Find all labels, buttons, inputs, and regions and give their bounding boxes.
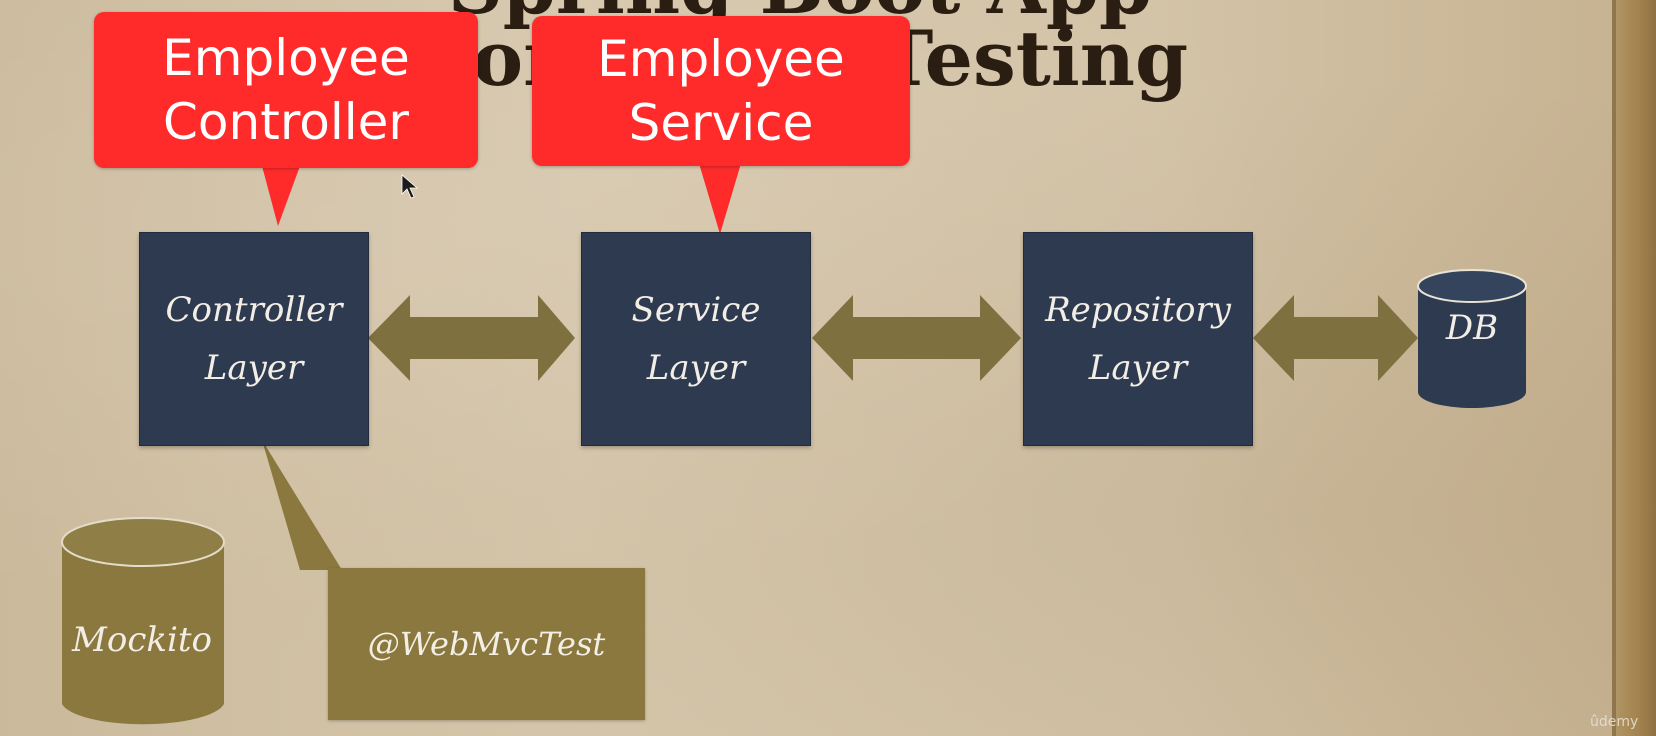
mockito-label: Mockito xyxy=(72,620,212,660)
double-arrow-controller-service xyxy=(368,295,575,381)
paper-edge xyxy=(1612,0,1656,736)
employee-controller-callout: Employee Controller xyxy=(94,12,478,168)
mockito-cylinder xyxy=(61,517,225,725)
udemy-watermark: ûdemy xyxy=(1590,714,1639,730)
service-layer-label: Service Layer xyxy=(631,290,761,388)
double-arrow-service-repository xyxy=(812,295,1021,381)
webmvctest-label: @WebMvcTest xyxy=(367,625,606,663)
controller-layer-label: Controller Layer xyxy=(165,290,343,388)
service-layer-box: Service Layer xyxy=(581,232,811,446)
employee-service-callout-text: Employee Service xyxy=(597,30,845,152)
mouse-cursor-icon xyxy=(401,174,419,199)
controller-layer-box: Controller Layer xyxy=(139,232,369,446)
annotation-pointer xyxy=(262,440,342,570)
callout-tail-controller xyxy=(262,166,300,226)
repository-layer-box: Repository Layer xyxy=(1023,232,1253,446)
employee-service-callout: Employee Service xyxy=(532,16,910,166)
webmvctest-box: @WebMvcTest xyxy=(328,568,645,720)
db-cylinder xyxy=(1417,269,1527,408)
callout-tail-service xyxy=(698,160,742,234)
repository-layer-label: Repository Layer xyxy=(1045,290,1231,388)
db-label: DB xyxy=(1445,308,1499,348)
employee-controller-callout-text: Employee Controller xyxy=(162,29,410,151)
double-arrow-repository-db xyxy=(1253,295,1418,381)
